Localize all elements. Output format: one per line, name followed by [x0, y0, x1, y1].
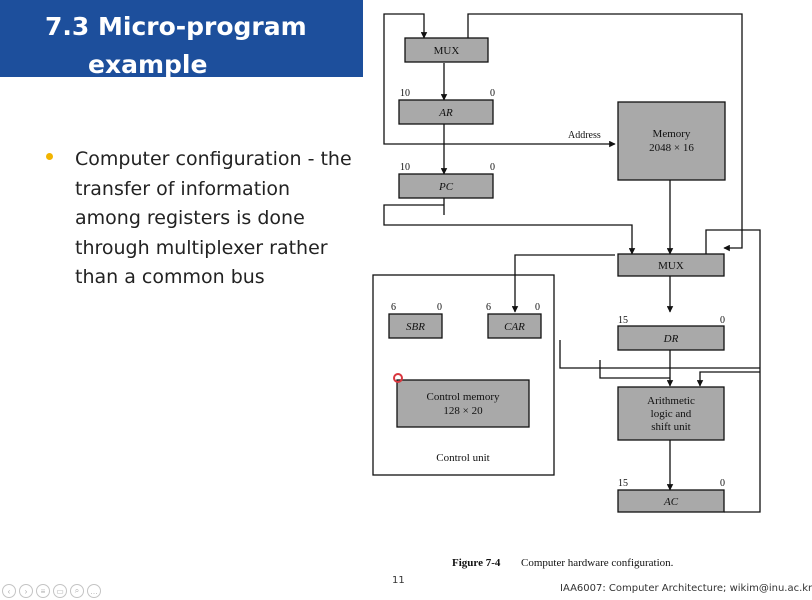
svg-text:MUX: MUX	[658, 260, 684, 272]
page-number: 11	[392, 575, 405, 586]
svg-text:10: 10	[400, 88, 410, 99]
svg-text:2048 × 16: 2048 × 16	[649, 142, 694, 154]
svg-text:6: 6	[391, 302, 396, 313]
svg-text:0: 0	[720, 478, 725, 489]
svg-text:Control memory: Control memory	[426, 391, 500, 403]
ac-register: AC 15 0	[617, 478, 725, 513]
alu-box: Arithmetic logic and shift unit	[617, 386, 725, 441]
sbr-register: SBR 6 0	[388, 302, 443, 339]
figure-caption-number: Figure 7-4	[452, 557, 501, 569]
car-register: CAR 6 0	[486, 302, 542, 339]
address-label: Address	[568, 130, 601, 141]
mux-mid-box: MUX	[617, 253, 725, 277]
svg-text:6: 6	[486, 302, 491, 313]
prev-icon[interactable]: ‹	[2, 584, 16, 598]
slide-title-line2: example	[88, 50, 208, 79]
more-icon[interactable]: …	[87, 584, 101, 598]
svg-text:10: 10	[400, 162, 410, 173]
dr-register: DR 15 0	[617, 315, 725, 351]
pointer-cursor-icon	[393, 373, 403, 383]
memory-box: Memory 2048 × 16	[617, 101, 726, 181]
figure-caption-text: Computer hardware configuration.	[521, 557, 674, 569]
svg-text:0: 0	[535, 302, 540, 313]
svg-text:15: 15	[618, 478, 628, 489]
svg-text:Memory: Memory	[653, 128, 691, 140]
svg-text:AC: AC	[663, 496, 679, 508]
ar-register: AR 10 0	[398, 88, 495, 125]
bullet-text: Computer configuration - the transfer of…	[75, 148, 352, 288]
view-icon[interactable]: ▭	[53, 584, 67, 598]
svg-text:0: 0	[490, 162, 495, 173]
svg-text:AR: AR	[438, 107, 453, 119]
connection-lines	[383, 13, 761, 513]
pc-register: PC 10 0	[398, 162, 495, 199]
mux-top-box: MUX	[404, 37, 489, 63]
slide-title-line1: 7.3 Micro-program	[45, 12, 307, 41]
svg-text:logic and: logic and	[651, 408, 692, 420]
footer-text: IAA6007: Computer Architecture; wikim@in…	[560, 583, 812, 594]
next-icon[interactable]: ›	[19, 584, 33, 598]
svg-text:128 × 20: 128 × 20	[443, 405, 483, 417]
svg-text:Arithmetic: Arithmetic	[647, 395, 695, 407]
svg-text:0: 0	[720, 315, 725, 326]
svg-text:0: 0	[437, 302, 442, 313]
control-unit-box	[372, 274, 555, 476]
zoom-icon[interactable]: ⌕	[70, 584, 84, 598]
hardware-diagram: MUX AR 10 0 Address Memory 2048 × 16 PC …	[372, 13, 761, 569]
control-unit-label: Control unit	[436, 452, 489, 464]
bullet-icon	[46, 153, 53, 160]
svg-text:CAR: CAR	[504, 321, 525, 333]
slide-nav-controls: ‹ › ≡ ▭ ⌕ …	[2, 584, 101, 598]
svg-text:MUX: MUX	[434, 45, 460, 57]
svg-text:0: 0	[490, 88, 495, 99]
svg-text:PC: PC	[438, 181, 454, 193]
svg-text:SBR: SBR	[406, 321, 425, 333]
control-memory-box: Control memory 128 × 20	[396, 379, 530, 428]
hardware-figure: MUX AR 10 0 Address Memory 2048 × 16 PC …	[363, 6, 800, 572]
title-bar	[0, 0, 363, 77]
svg-text:DR: DR	[663, 333, 679, 345]
menu-icon[interactable]: ≡	[36, 584, 50, 598]
svg-text:15: 15	[618, 315, 628, 326]
svg-text:shift unit: shift unit	[651, 421, 690, 433]
